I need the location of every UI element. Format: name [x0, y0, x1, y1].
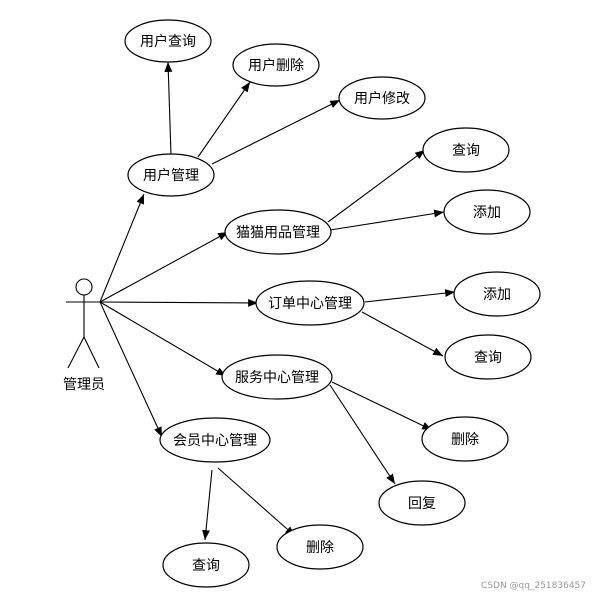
node-cat-query: 查询	[422, 127, 510, 173]
node-user-query-label: 用户查询	[140, 33, 196, 50]
edges	[99, 61, 456, 541]
edge-service-delete	[331, 381, 433, 431]
node-member-center-label: 会员中心管理	[173, 433, 257, 449]
node-member-delete-label: 删除	[306, 540, 334, 556]
node-user-mgmt: 用户管理	[127, 153, 215, 197]
edge-member-delete	[217, 467, 296, 537]
edge-actor-user-mgmt	[99, 193, 145, 303]
node-cat-query-label: 查询	[452, 143, 480, 159]
node-cat-supplies: 猫猫用品管理	[224, 209, 332, 255]
edge-cat-add	[329, 209, 445, 231]
node-service-center-label: 服务中心管理	[235, 370, 319, 386]
node-service-delete: 删除	[421, 416, 509, 462]
node-service-reply: 回复	[378, 480, 466, 526]
node-user-edit: 用户修改	[338, 76, 426, 120]
node-user-delete-label: 用户删除	[248, 57, 304, 74]
edge-actor-member-center	[99, 301, 163, 438]
node-cat-supplies-label: 猫猫用品管理	[236, 225, 320, 241]
actor-head	[75, 278, 93, 296]
node-user-edit-label: 用户修改	[354, 90, 410, 107]
edge-actor-order-center	[99, 298, 259, 307]
edge-actor-cat-supplies	[99, 231, 229, 303]
actor-administrator: 管理员	[63, 278, 105, 393]
node-service-reply-label: 回复	[408, 495, 436, 512]
node-user-mgmt-label: 用户管理	[143, 167, 199, 184]
node-user-delete: 用户删除	[232, 43, 320, 87]
edge-user-mgmt-delete	[197, 81, 251, 158]
edge-actor-service-center	[99, 301, 227, 377]
node-member-query-label: 查询	[192, 558, 220, 574]
node-service-center: 服务中心管理	[221, 354, 333, 400]
edge-order-query	[361, 311, 444, 357]
edge-cat-query	[327, 149, 426, 223]
edge-service-reply	[329, 384, 396, 485]
node-member-center: 会员中心管理	[159, 417, 271, 463]
node-order-query-label: 查询	[474, 350, 502, 366]
node-cat-add: 添加	[443, 189, 531, 235]
node-order-query: 查询	[444, 334, 532, 380]
edge-user-mgmt-query	[164, 61, 173, 156]
node-service-delete-label: 删除	[451, 432, 479, 448]
node-member-query: 查询	[162, 542, 250, 588]
node-order-center: 订单中心管理	[255, 280, 365, 326]
watermark: CSDN @qq_251836457	[481, 581, 586, 591]
node-user-query: 用户查询	[124, 19, 212, 63]
edge-member-query	[202, 469, 213, 541]
node-order-add: 添加	[453, 271, 541, 317]
node-order-center-label: 订单中心管理	[268, 296, 352, 312]
actor-leg-left	[67, 336, 85, 369]
actor-label: 管理员	[63, 377, 105, 393]
actor-leg-right	[83, 336, 100, 369]
edge-order-add	[364, 289, 456, 303]
node-member-delete: 删除	[276, 524, 364, 570]
node-order-add-label: 添加	[483, 287, 511, 303]
edge-user-mgmt-edit	[211, 99, 341, 165]
node-cat-add-label: 添加	[473, 205, 501, 221]
